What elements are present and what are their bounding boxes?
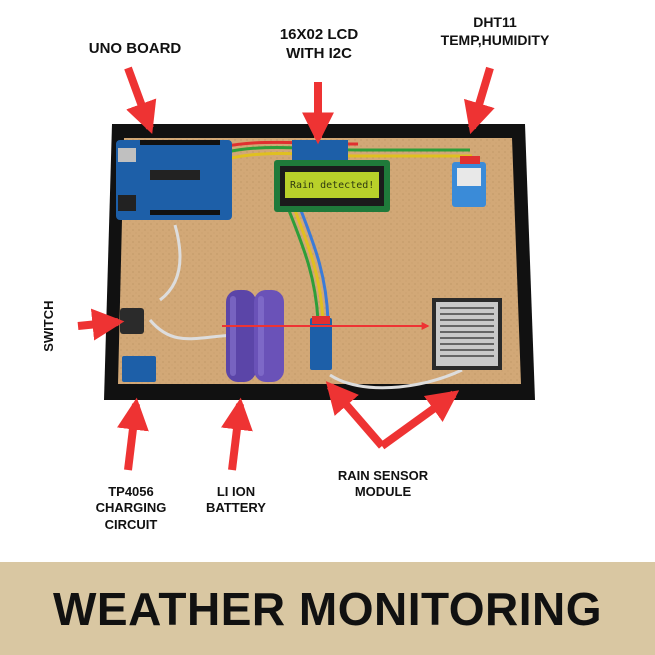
label-rain-sensor: RAIN SENSOR MODULE bbox=[337, 468, 429, 500]
arrow-uno bbox=[124, 66, 157, 135]
label-uno-board: UNO BOARD bbox=[88, 40, 182, 57]
tp4056-module bbox=[122, 356, 156, 382]
title-banner: WEATHER MONITORING bbox=[0, 562, 655, 655]
arrow-dht11 bbox=[464, 66, 495, 135]
label-tp4056: TP4056 CHARGING CIRCUIT bbox=[95, 484, 167, 532]
label-switch: SWITCH bbox=[40, 300, 56, 352]
arrow-switch bbox=[77, 308, 125, 341]
lcd-module: Rain detected! bbox=[274, 140, 390, 212]
arrow-tp4056 bbox=[117, 397, 149, 471]
arrow-rain-plate bbox=[379, 390, 460, 450]
dht11-sensor bbox=[452, 156, 486, 207]
arduino-uno-board bbox=[116, 140, 232, 220]
switch-component bbox=[120, 308, 144, 334]
rain-sensor-module-board bbox=[310, 316, 332, 370]
lcd-screen-text: Rain detected! bbox=[290, 180, 374, 191]
li-ion-batteries bbox=[226, 290, 284, 382]
arrow-rain-sensor bbox=[325, 381, 386, 449]
arrow-battery bbox=[221, 397, 253, 471]
annotation-arrows bbox=[77, 66, 495, 471]
label-lcd: 16X02 LCD WITH I2C bbox=[279, 26, 359, 62]
label-battery: LI ION BATTERY bbox=[206, 484, 266, 516]
banner-title: WEATHER MONITORING bbox=[52, 582, 603, 635]
label-dht11: DHT11 TEMP,HUMIDITY bbox=[440, 14, 550, 48]
rain-sensor-plate bbox=[432, 298, 502, 370]
